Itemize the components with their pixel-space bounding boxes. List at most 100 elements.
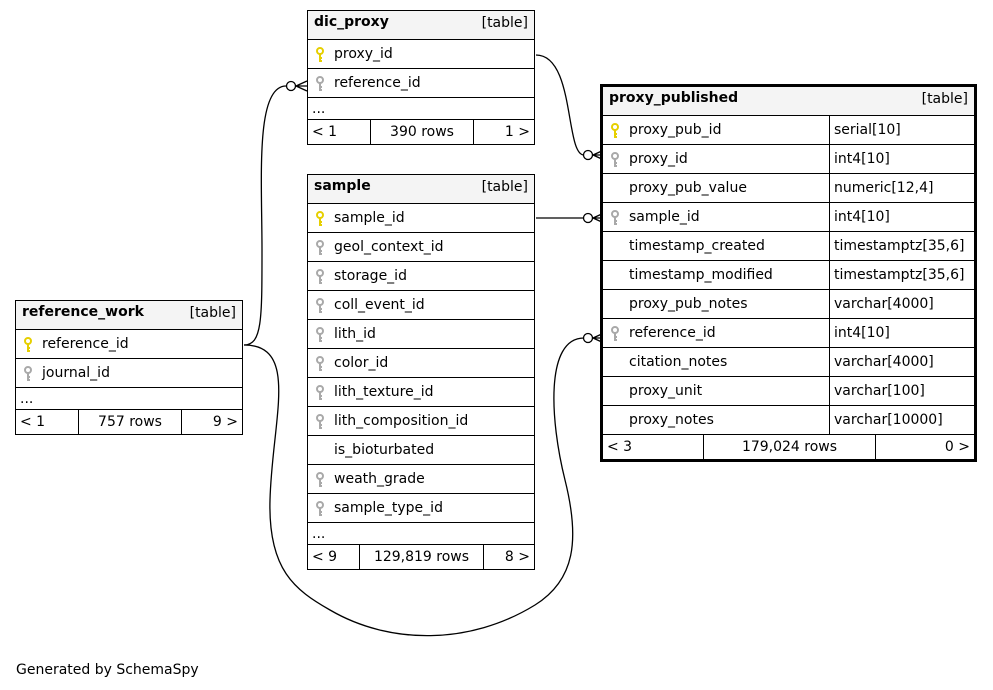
primary-key-icon xyxy=(308,40,328,68)
table-type: [table] xyxy=(481,15,528,31)
column-row[interactable]: proxy_id xyxy=(308,40,534,69)
column-row[interactable]: sample_type_id xyxy=(308,494,534,523)
column-type: numeric[12,4] xyxy=(829,174,933,202)
column-name: lith_texture_id xyxy=(334,384,434,400)
column-row[interactable]: proxy_pub_notes varchar[4000] xyxy=(603,290,974,319)
column-row[interactable]: lith_id xyxy=(308,320,534,349)
optional-circle-marker xyxy=(285,80,297,92)
crowfoot-marker xyxy=(295,80,308,92)
foreign-key-icon xyxy=(308,494,328,522)
children-count[interactable]: 9 > xyxy=(212,414,238,430)
column-row[interactable]: proxy_id int4[10] xyxy=(603,145,974,174)
table-header: reference_work [table] xyxy=(16,301,242,330)
table-header: proxy_published [table] xyxy=(603,87,974,116)
table-type: [table] xyxy=(921,91,968,107)
column-type: int4[10] xyxy=(829,145,890,173)
children-count[interactable]: 0 > xyxy=(944,439,970,455)
column-name: proxy_id xyxy=(629,151,688,167)
column-type: varchar[4000] xyxy=(829,290,934,318)
foreign-key-icon xyxy=(308,233,328,261)
column-name: citation_notes xyxy=(629,354,728,370)
column-name: journal_id xyxy=(42,365,110,381)
optional-circle-marker xyxy=(582,332,594,344)
foreign-key-icon xyxy=(308,349,328,377)
column-name: weath_grade xyxy=(334,471,425,487)
table-type: [table] xyxy=(481,179,528,195)
column-row[interactable]: reference_id xyxy=(308,69,534,98)
column-row[interactable]: storage_id xyxy=(308,262,534,291)
parents-count[interactable]: < 3 xyxy=(603,435,704,459)
column-name: lith_id xyxy=(334,326,376,342)
column-row[interactable]: lith_texture_id xyxy=(308,378,534,407)
foreign-key-icon xyxy=(308,262,328,290)
column-name: color_id xyxy=(334,355,389,371)
column-row[interactable]: geol_context_id xyxy=(308,233,534,262)
parents-count[interactable]: < 1 xyxy=(16,410,79,434)
column-row[interactable]: reference_id xyxy=(16,330,242,359)
column-row[interactable]: proxy_unit varchar[100] xyxy=(603,377,974,406)
column-name: timestamp_modified xyxy=(629,267,773,283)
more-columns-ellipsis: ... xyxy=(308,523,534,545)
column-type: int4[10] xyxy=(829,203,890,231)
column-row[interactable]: is_bioturbated xyxy=(308,436,534,465)
no-key-spacer xyxy=(603,261,623,289)
column-row[interactable]: lith_composition_id xyxy=(308,407,534,436)
more-columns-ellipsis: ... xyxy=(16,388,242,410)
primary-key-icon xyxy=(16,330,36,358)
column-row[interactable]: journal_id xyxy=(16,359,242,388)
no-key-spacer xyxy=(308,436,328,464)
table-header: sample [table] xyxy=(308,175,534,204)
column-name: reference_id xyxy=(629,325,716,341)
no-key-spacer xyxy=(603,377,623,405)
column-row[interactable]: timestamp_created timestamptz[35,6] xyxy=(603,232,974,261)
column-row[interactable]: citation_notes varchar[4000] xyxy=(603,348,974,377)
children-count[interactable]: 1 > xyxy=(504,124,530,140)
row-count: 390 rows xyxy=(371,120,474,144)
column-name: sample_type_id xyxy=(334,500,443,516)
foreign-key-icon xyxy=(308,291,328,319)
parents-count[interactable]: < 9 xyxy=(308,545,360,569)
column-name: proxy_pub_id xyxy=(629,122,722,138)
no-key-spacer xyxy=(603,174,623,202)
more-columns-ellipsis: ... xyxy=(308,98,534,120)
children-count[interactable]: 8 > xyxy=(504,549,530,565)
generated-by-credit: Generated by SchemaSpy xyxy=(16,662,199,678)
column-name: timestamp_created xyxy=(629,238,765,254)
column-row[interactable]: sample_id xyxy=(308,204,534,233)
column-row[interactable]: color_id xyxy=(308,349,534,378)
no-key-spacer xyxy=(603,290,623,318)
column-name: proxy_id xyxy=(334,46,393,62)
column-type: varchar[100] xyxy=(829,377,925,405)
column-name: sample_id xyxy=(334,210,405,226)
column-type: timestamptz[35,6] xyxy=(829,232,964,260)
table-name: sample xyxy=(314,178,371,194)
primary-key-icon xyxy=(308,204,328,232)
column-row[interactable]: coll_event_id xyxy=(308,291,534,320)
table-type: [table] xyxy=(189,305,236,321)
column-type: varchar[4000] xyxy=(829,348,934,376)
link-reference-work-to-proxy-published xyxy=(243,337,585,637)
row-count: 179,024 rows xyxy=(704,435,876,459)
parents-count[interactable]: < 1 xyxy=(308,120,371,144)
link-dic-proxy-to-proxy-published xyxy=(535,54,585,156)
table-footer: < 9 129,819 rows 8 > xyxy=(308,545,534,569)
column-name: storage_id xyxy=(334,268,407,284)
column-name: proxy_unit xyxy=(629,383,703,399)
column-row[interactable]: weath_grade xyxy=(308,465,534,494)
column-name: proxy_pub_notes xyxy=(629,296,748,312)
foreign-key-icon xyxy=(308,69,328,97)
column-name: reference_id xyxy=(334,75,421,91)
column-type: varchar[10000] xyxy=(829,406,943,434)
table-name: reference_work xyxy=(22,304,144,320)
foreign-key-icon xyxy=(308,320,328,348)
